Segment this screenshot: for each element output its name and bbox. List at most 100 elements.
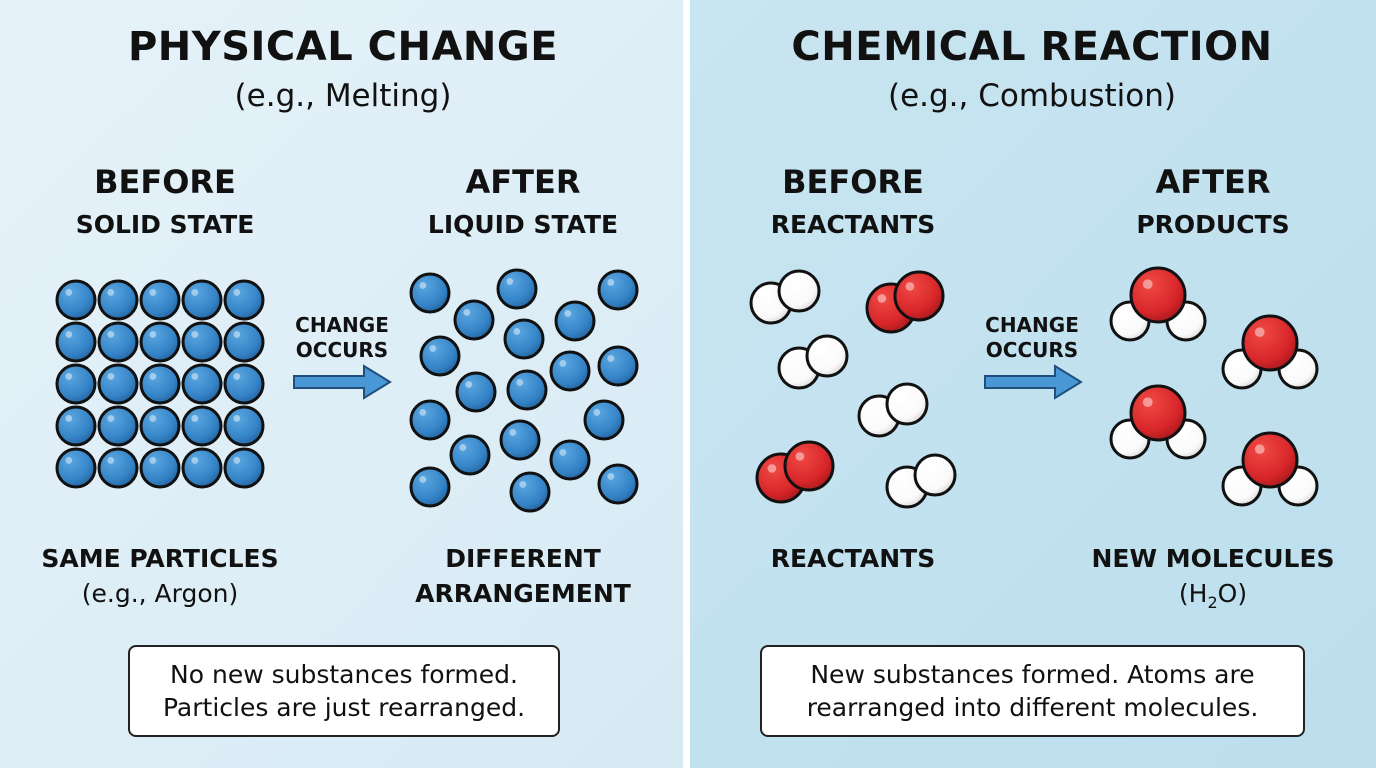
particle xyxy=(509,471,551,513)
particle xyxy=(97,279,139,321)
note-line: No new substances formed. xyxy=(170,660,518,689)
particle xyxy=(139,447,181,489)
particle xyxy=(409,272,451,314)
highlight xyxy=(1142,279,1153,290)
highlight xyxy=(564,309,572,317)
highlight xyxy=(593,408,601,416)
chemical-after-label: NEW MOLECULES (H2O) xyxy=(1091,541,1334,620)
highlight xyxy=(559,359,567,367)
particle xyxy=(181,447,223,489)
highlight xyxy=(107,414,115,422)
chemical-before-heading: BEFORE xyxy=(782,163,924,201)
formula-part: O) xyxy=(1217,579,1248,608)
chemical-before-label: REACTANTS xyxy=(771,541,935,576)
particle xyxy=(181,363,223,405)
highlight xyxy=(65,330,73,338)
formula-subscript: 2 xyxy=(1207,593,1218,612)
highlight xyxy=(419,475,427,483)
label-line: DIFFERENT xyxy=(445,544,601,573)
highlight xyxy=(233,414,241,422)
physical-title: PHYSICAL CHANGE xyxy=(127,24,559,70)
particle xyxy=(223,447,265,489)
chemical-arrow-label: CHANGE OCCURS xyxy=(985,313,1079,363)
highlight xyxy=(191,288,199,296)
highlight xyxy=(149,414,157,422)
formula-part: (H xyxy=(1178,579,1208,608)
highlight xyxy=(233,456,241,464)
highlight xyxy=(233,288,241,296)
highlight xyxy=(1254,444,1265,455)
highlight xyxy=(191,372,199,380)
highlight xyxy=(459,443,467,451)
oxygen-atom xyxy=(1241,431,1299,489)
particle xyxy=(409,466,451,508)
highlight xyxy=(767,464,777,473)
chemical-after-heading: AFTER xyxy=(1155,163,1271,201)
note-line: rearranged into different molecules. xyxy=(806,693,1259,722)
highlight xyxy=(149,456,157,464)
highlight xyxy=(233,330,241,338)
particle xyxy=(503,318,545,360)
particle xyxy=(597,269,639,311)
highlight xyxy=(516,378,524,386)
particle xyxy=(97,405,139,447)
particle xyxy=(181,279,223,321)
arrow-label-line: OCCURS xyxy=(985,338,1079,362)
physical-after-label: DIFFERENT ARRANGEMENT xyxy=(415,541,631,611)
note-line: Particles are just rearranged. xyxy=(162,693,526,722)
highlight xyxy=(905,282,915,291)
oxygen-atom xyxy=(783,440,835,492)
physical-after-state: LIQUID STATE xyxy=(427,210,619,239)
highlight xyxy=(509,428,517,436)
arrow-label-line: CHANGE xyxy=(295,313,389,337)
particle xyxy=(139,321,181,363)
particle xyxy=(419,335,461,377)
physical-subtitle: (e.g., Melting) xyxy=(234,78,452,114)
highlight xyxy=(429,344,437,352)
chemical-before-state: REACTANTS xyxy=(770,210,936,239)
particle xyxy=(139,363,181,405)
highlight xyxy=(1254,327,1265,338)
highlight xyxy=(149,330,157,338)
label-line: REACTANTS xyxy=(770,544,936,573)
label-line: SAME PARTICLES xyxy=(41,544,279,573)
particle xyxy=(597,463,639,505)
highlight xyxy=(107,330,115,338)
highlight xyxy=(465,380,473,388)
particle xyxy=(554,300,596,342)
hydrogen-atom xyxy=(777,269,821,313)
particle xyxy=(549,439,591,481)
highlight xyxy=(519,480,527,488)
particle xyxy=(55,447,97,489)
particle xyxy=(496,268,538,310)
highlight xyxy=(191,330,199,338)
highlight xyxy=(513,327,521,335)
chemical-title: CHEMICAL REACTION xyxy=(791,24,1273,70)
label-line: (H2O) xyxy=(1091,576,1334,620)
physical-after-heading: AFTER xyxy=(465,163,581,201)
highlight xyxy=(65,372,73,380)
particle xyxy=(499,419,541,461)
highlight xyxy=(233,372,241,380)
highlight xyxy=(65,414,73,422)
particle xyxy=(449,434,491,476)
particle xyxy=(181,321,223,363)
chemical-after-state: PRODUCTS xyxy=(1136,210,1290,239)
particle xyxy=(97,363,139,405)
highlight xyxy=(506,277,514,285)
highlight xyxy=(149,372,157,380)
particle xyxy=(223,405,265,447)
highlight xyxy=(149,288,157,296)
particle xyxy=(223,363,265,405)
hydrogen-atom xyxy=(913,453,957,497)
product-molecules xyxy=(1109,266,1319,507)
highlight xyxy=(107,288,115,296)
chemical-note-box: New substances formed. Atoms are rearran… xyxy=(760,645,1305,737)
particle xyxy=(55,279,97,321)
oxygen-atom xyxy=(893,270,945,322)
particle xyxy=(583,399,625,441)
chemical-subtitle: (e.g., Combustion) xyxy=(887,78,1177,114)
particle xyxy=(97,447,139,489)
particle xyxy=(223,279,265,321)
